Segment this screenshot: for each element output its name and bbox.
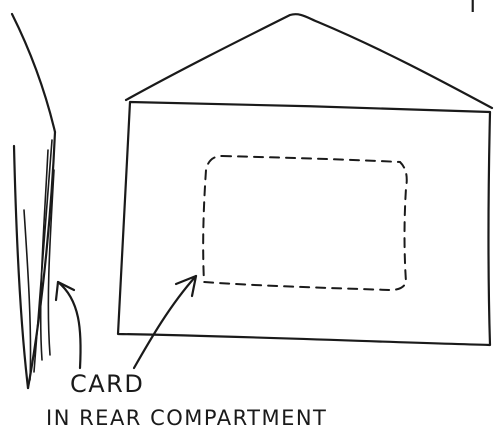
envelope-body bbox=[118, 102, 490, 345]
callout-compartment-label: IN REAR COMPARTMENT bbox=[46, 406, 327, 430]
card-arrow bbox=[134, 276, 196, 368]
cropped-heading-text: T bbox=[465, 0, 481, 18]
callout-card-label: CARD bbox=[70, 370, 144, 398]
envelope-flap bbox=[126, 14, 492, 108]
card-outline bbox=[203, 156, 407, 290]
envelope-side-view bbox=[12, 14, 55, 388]
envelope-front-view bbox=[118, 14, 492, 345]
side-arrow bbox=[56, 282, 81, 368]
